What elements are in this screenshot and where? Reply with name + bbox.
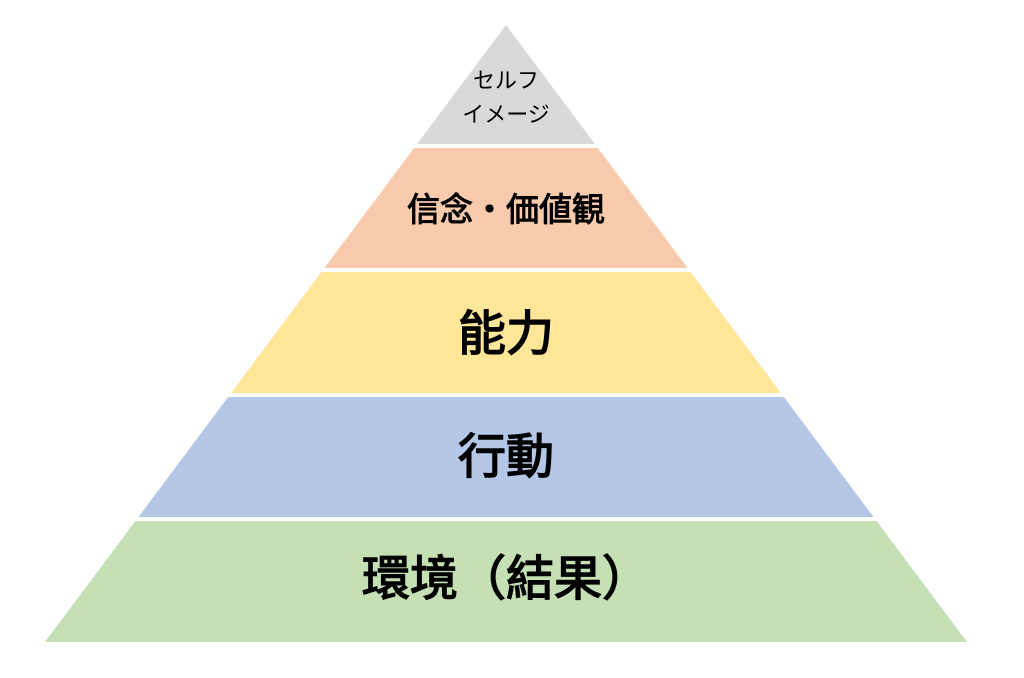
pyramid-tier-self-image: [417, 25, 595, 144]
pyramid-tier-environment-results: [45, 521, 967, 642]
tier-label-capability: 能力: [458, 308, 554, 361]
tier-label-behavior: 行動: [458, 431, 554, 484]
tier-label-self-image-line2: イメージ: [462, 102, 550, 127]
pyramid-tier-beliefs-values: [324, 148, 688, 268]
tier-label-self-image-line1: セルフ: [473, 68, 539, 93]
tier-label-environment-results: 環境（結果）: [362, 553, 650, 606]
tier-label-beliefs-values: 信念・価値観: [407, 191, 605, 228]
pyramid-tier-behavior: [138, 397, 874, 517]
pyramid-tier-capability: [231, 272, 781, 393]
